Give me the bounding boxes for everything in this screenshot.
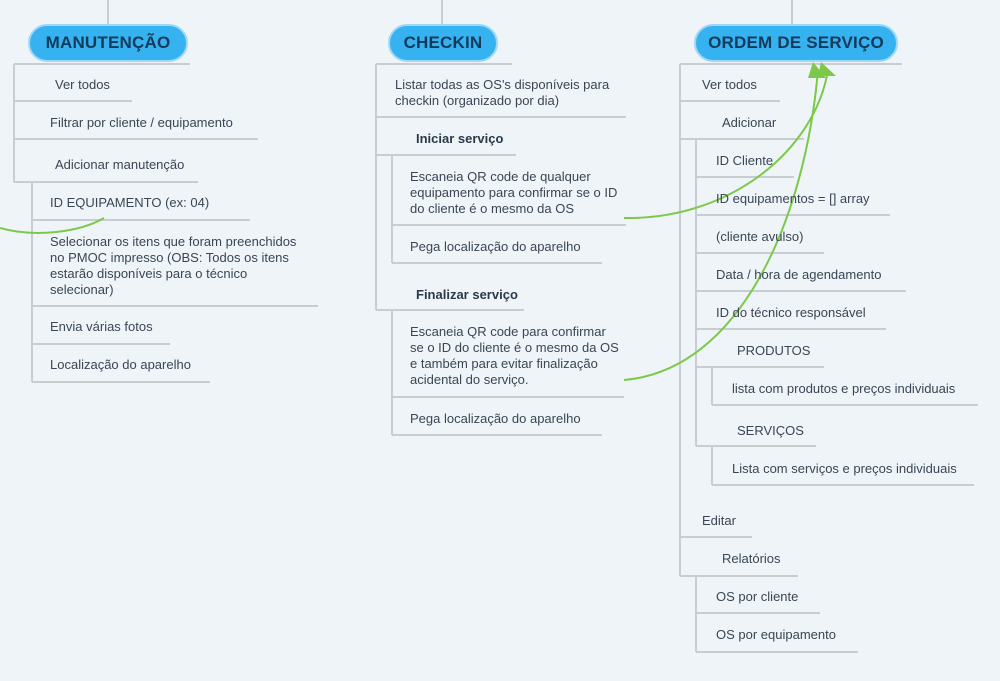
checkin-localizacao-inicio[interactable]: Pega localização do aparelho: [410, 239, 581, 254]
checkin-escaneia-qr-final[interactable]: Escaneia QR code para confirmar se o ID …: [410, 324, 619, 387]
topic-checkin-label: CHECKIN: [403, 33, 483, 52]
relationship-curves: [0, 69, 829, 381]
os-servicos[interactable]: SERVIÇOS: [737, 423, 804, 438]
os-ver-todos[interactable]: Ver todos: [702, 77, 757, 92]
manutencao-filtrar[interactable]: Filtrar por cliente / equipamento: [50, 115, 233, 130]
os-produtos[interactable]: PRODUTOS: [737, 343, 811, 358]
manutencao-localizacao[interactable]: Localização do aparelho: [50, 357, 191, 372]
os-id-equipamentos[interactable]: ID equipamentos = [] array: [716, 191, 870, 206]
os-editar[interactable]: Editar: [702, 513, 736, 528]
topic-manutencao-label: MANUTENÇÃO: [45, 33, 171, 52]
manutencao-envia-fotos[interactable]: Envia várias fotos: [50, 319, 153, 334]
manutencao-id-equipamento[interactable]: ID EQUIPAMENTO (ex: 04): [50, 195, 210, 210]
topic-ordem-de-servico[interactable]: ORDEM DE SERVIÇO: [694, 24, 898, 62]
checkin-listar-os[interactable]: Listar todas as OS's disponíveis para ch…: [395, 77, 610, 108]
topic-ordem-de-servico-label: ORDEM DE SERVIÇO: [708, 33, 884, 52]
checkin-finalizar-servico[interactable]: Finalizar serviço: [416, 287, 518, 302]
checkin-localizacao-final[interactable]: Pega localização do aparelho: [410, 411, 581, 426]
os-por-equipamento[interactable]: OS por equipamento: [716, 627, 836, 642]
topic-manutencao[interactable]: MANUTENÇÃO: [28, 24, 188, 62]
os-por-cliente[interactable]: OS por cliente: [716, 589, 799, 604]
os-id-cliente[interactable]: ID Cliente: [716, 153, 774, 168]
os-adicionar[interactable]: Adicionar: [722, 115, 777, 130]
manutencao-adicionar[interactable]: Adicionar manutenção: [55, 157, 185, 172]
os-lista-produtos[interactable]: lista com produtos e preços individuais: [732, 381, 956, 396]
relationship-arrowheads: [808, 62, 836, 78]
os-relatorios[interactable]: Relatórios: [722, 551, 781, 566]
os-lista-servicos[interactable]: Lista com serviços e preços individuais: [732, 461, 957, 476]
manutencao-selecionar-itens[interactable]: Selecionar os itens que foram preenchido…: [50, 234, 297, 297]
checkin-iniciar-servico[interactable]: Iniciar serviço: [416, 131, 504, 146]
topic-checkin[interactable]: CHECKIN: [388, 24, 498, 62]
os-id-tecnico[interactable]: ID do técnico responsável: [716, 305, 866, 320]
os-data-hora[interactable]: Data / hora de agendamento: [716, 267, 882, 282]
checkin-escaneia-qr-inicio[interactable]: Escaneia QR code de qualquer equipamento…: [410, 169, 618, 216]
os-cliente-avulso[interactable]: (cliente avulso): [716, 229, 804, 244]
manutencao-ver-todos[interactable]: Ver todos: [55, 77, 110, 92]
